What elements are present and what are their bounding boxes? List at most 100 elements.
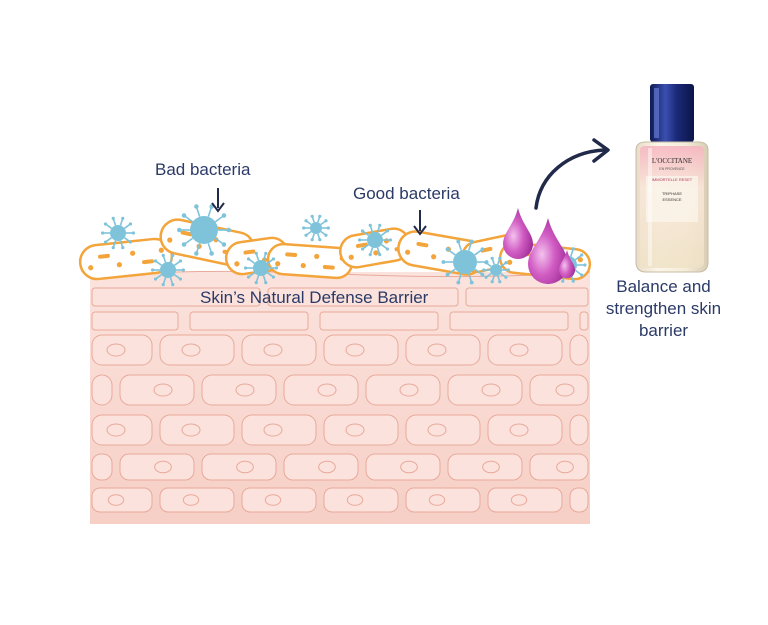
bottle-cap — [650, 84, 694, 142]
skin-cell — [91, 453, 113, 481]
bad-bacteria-label: Bad bacteria — [155, 160, 251, 179]
skin-cell — [487, 334, 563, 366]
skin-cell — [159, 414, 235, 446]
cell-nucleus — [481, 383, 501, 397]
skin-tissue — [89, 270, 591, 524]
skin-cell — [241, 487, 317, 513]
good-bacteria-pointer-icon — [413, 210, 427, 236]
skin-cell — [323, 334, 399, 366]
skin-cell — [569, 414, 589, 446]
skin-cell — [91, 311, 179, 331]
cell-nucleus — [427, 423, 447, 437]
skin-cell — [365, 374, 441, 406]
bad-bacterium — [441, 239, 489, 285]
skin-cell — [365, 453, 441, 481]
cell-nucleus — [107, 494, 125, 506]
skin-cell — [569, 334, 589, 366]
skin-cell — [323, 414, 399, 446]
skin-cell — [91, 414, 153, 446]
skin-cell — [323, 487, 399, 513]
skin-cell — [91, 487, 153, 513]
product-name-2: ESSENCE — [662, 197, 681, 202]
skin-cell — [267, 287, 459, 307]
skin-cell — [447, 453, 523, 481]
cell-nucleus — [399, 383, 419, 397]
skin-cell — [319, 311, 439, 331]
cell-nucleus — [556, 460, 574, 474]
good-bacteria-label: Good bacteria — [353, 184, 460, 203]
cell-nucleus — [264, 494, 282, 506]
cell-nucleus — [106, 343, 126, 357]
skin-cell — [201, 453, 277, 481]
cell-nucleus — [154, 460, 172, 474]
essence-drops — [503, 208, 575, 285]
cell-nucleus — [263, 343, 283, 357]
cell-nucleus — [181, 423, 201, 437]
product-name-1: TRIPHASE — [662, 191, 682, 196]
bad-bacterium — [358, 223, 392, 257]
skin-cell — [405, 334, 481, 366]
cell-nucleus — [509, 343, 529, 357]
bad-bacterium — [244, 251, 278, 285]
skin-cell — [91, 374, 113, 406]
skin-cell — [241, 414, 317, 446]
bad-bacterium — [151, 253, 185, 287]
curved-arrow-icon — [534, 138, 610, 210]
skin-cell — [487, 414, 563, 446]
skin-cell — [119, 374, 195, 406]
skin-cell — [201, 374, 277, 406]
barrier-label: Skin’s Natural Defense Barrier — [200, 288, 429, 307]
cell-nucleus — [555, 383, 575, 397]
essence-drop — [528, 218, 568, 285]
essence-drop — [559, 250, 575, 279]
skin-cell — [283, 453, 359, 481]
skin-cell — [447, 374, 523, 406]
cell-nucleus — [236, 460, 254, 474]
bad-bacteria-pointer-icon — [211, 188, 225, 213]
skin-cell — [159, 487, 235, 513]
bad-bacterium — [177, 204, 231, 256]
cell-nucleus — [346, 494, 364, 506]
cell-nucleus — [400, 460, 418, 474]
product-brand-sub: EN PROVENCE — [659, 167, 685, 171]
cell-nucleus — [482, 460, 500, 474]
skin-cell — [529, 374, 589, 406]
cell-nucleus — [263, 423, 283, 437]
cell-nucleus — [317, 383, 337, 397]
cell-nucleus — [106, 423, 126, 437]
skin-cell — [569, 487, 589, 513]
skin-cell — [283, 374, 359, 406]
skin-cell — [449, 311, 569, 331]
cell-nucleus — [235, 383, 255, 397]
skin-cell — [159, 334, 235, 366]
product-brand: L'OCCITANE — [652, 157, 692, 165]
essence-drop — [503, 208, 533, 259]
skin-cell — [241, 334, 317, 366]
cell-nucleus — [181, 343, 201, 357]
cell-nucleus — [153, 383, 173, 397]
skin-cell — [91, 334, 153, 366]
skin-cell — [189, 311, 309, 331]
skin-cell — [529, 453, 589, 481]
skin-cell — [465, 287, 589, 307]
cell-nucleus — [509, 423, 529, 437]
bad-bacterium — [302, 214, 330, 242]
benefit-label: Balance and strengthen skin barrier — [605, 277, 722, 340]
cell-nucleus — [428, 494, 446, 506]
skin-cell — [487, 487, 563, 513]
cell-nucleus — [510, 494, 528, 506]
cell-nucleus — [345, 423, 365, 437]
product-line: IMMORTELLE RESET — [652, 177, 693, 182]
cell-nucleus — [182, 494, 200, 506]
bad-bacteria-group — [101, 204, 587, 287]
bad-bacterium — [101, 216, 135, 250]
skin-cell — [579, 311, 589, 331]
cell-nucleus — [318, 460, 336, 474]
product-bottle: L'OCCITANE EN PROVENCE IMMORTELLE RESET … — [635, 84, 709, 273]
skin-cell — [91, 287, 261, 307]
bad-bacterium — [482, 256, 510, 284]
skin-cell — [405, 414, 481, 446]
cell-nucleus — [345, 343, 365, 357]
